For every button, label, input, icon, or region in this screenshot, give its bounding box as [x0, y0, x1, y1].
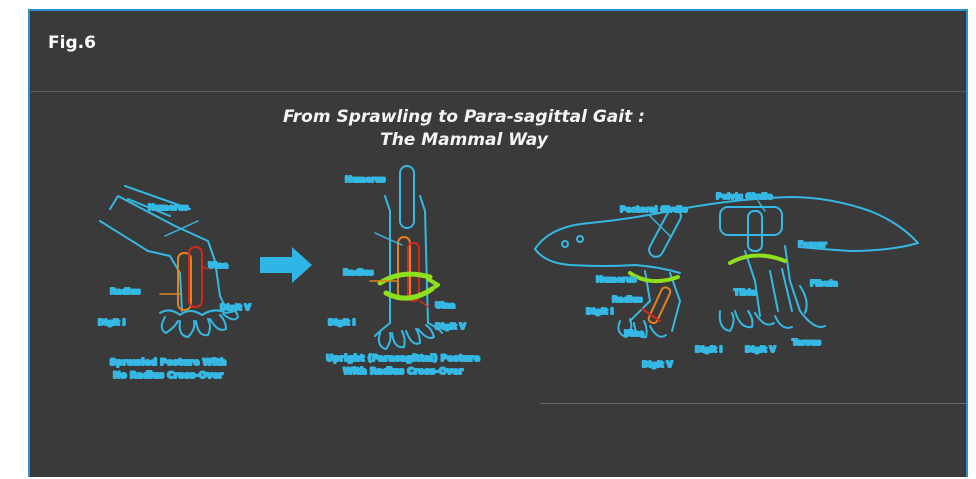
label-tibia: Tibia — [734, 288, 756, 297]
label-digit-v-left: Digit V — [220, 303, 251, 312]
label-pelvic-girdle: Pelvic Girdle — [716, 192, 773, 201]
caption-sprawled-line-1: Sprawled Posture With — [110, 358, 227, 368]
diagram-canvas: Humerus Ulna Radius Digit V Digit I Spra… — [30, 11, 966, 479]
caption-upright-line-2: With Radius Cross-Over — [343, 367, 464, 377]
label-digit-i-hind: Digit I — [695, 345, 722, 354]
label-tarsus: Tarsus — [792, 338, 821, 347]
radius-bone-animal — [647, 286, 671, 324]
footer-divider — [540, 403, 966, 404]
label-digit-v-middle: Digit V — [435, 322, 466, 331]
label-ulna-animal: Ulna — [624, 329, 644, 338]
label-fibula: Fibula — [810, 279, 838, 288]
label-ulna-middle: Ulna — [435, 301, 455, 310]
label-digit-i-middle: Digit I — [328, 318, 355, 327]
label-humerus-animal: Humerus — [596, 275, 637, 284]
label-radius-middle: Radius — [343, 268, 374, 277]
animal-skeleton-drawing — [535, 197, 918, 337]
label-humerus-left: Humerus — [148, 203, 189, 212]
label-femur: Femur — [798, 240, 827, 249]
caption-sprawled-line-2: No Radius Cross-Over — [113, 371, 224, 381]
label-digit-v-hind: Digit V — [745, 345, 776, 354]
label-ulna-left: Ulna — [208, 261, 228, 270]
transition-arrow-icon — [260, 247, 312, 283]
figure-panel: Fig.6 From Sprawling to Para-sagittal Ga… — [28, 9, 968, 477]
label-humerus-middle: Humerus — [345, 175, 386, 184]
upright-limb-drawing — [370, 166, 442, 349]
label-radius-left: Radius — [110, 287, 141, 296]
label-digit-i-front: Digit I — [586, 307, 613, 316]
label-pectoral-girdle: Pectoral Girdle — [620, 205, 688, 214]
label-digit-i-left: Digit I — [98, 318, 125, 327]
label-radius-animal: Radius — [612, 295, 643, 304]
label-digit-v-front: Digit V — [642, 360, 673, 369]
caption-upright-line-1: Upright (Parasagittal) Posture — [326, 354, 480, 364]
